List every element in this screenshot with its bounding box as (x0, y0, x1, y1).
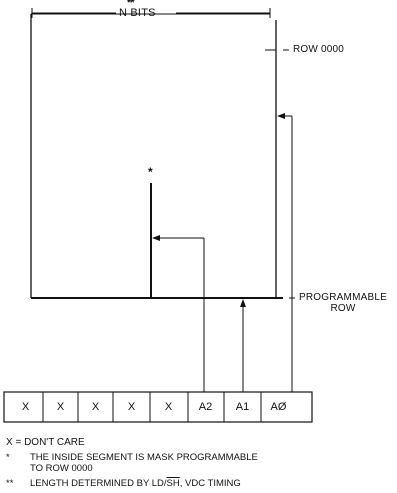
programmable-row-label-line1: PROGRAMMABLE (299, 292, 387, 303)
note-2-marker: ** (6, 478, 14, 489)
note-2-prefix: LENGTH DETERMINED BY LD/ (30, 478, 167, 489)
register-cell: X (56, 401, 65, 413)
register-cell: X (21, 401, 30, 413)
note-2-suffix: , VDC TIMING (179, 478, 241, 489)
register-cell: X (164, 401, 173, 413)
n-bits-label: N BITS (119, 7, 156, 19)
programmable-row-label-line2: ROW (330, 303, 356, 314)
a0-arrowhead (277, 113, 285, 119)
inside-segment-marker: * (148, 165, 153, 179)
a1-arrowhead (240, 299, 246, 307)
register-cell-a0: AØ (270, 401, 287, 413)
register-cell: X (127, 401, 136, 413)
register-cell: X (91, 401, 100, 413)
note-1-marker: * (6, 452, 10, 463)
register-cell-a1: A1 (235, 401, 250, 413)
register-outline (3, 391, 313, 423)
programmable-row-label: PROGRAMMABLE ROW (299, 293, 387, 314)
register-cell-a2: A2 (198, 401, 213, 413)
legend-note-1: * THE INSIDE SEGMENT IS MASK PROGRAMMABLE… (6, 452, 258, 474)
note-1-line2: TO ROW 0000 (30, 463, 93, 474)
note-2-overlined: SH (166, 478, 180, 489)
row-0000-label: ROW 0000 (293, 44, 345, 55)
bits-marker: ** (127, 0, 135, 9)
note-1-line1: THE INSIDE SEGMENT IS MASK PROGRAMMABLE (30, 452, 258, 463)
a2-arrowhead (152, 235, 160, 241)
legend-note-2: ** LENGTH DETERMINED BY LD/SH, VDC TIMING (6, 478, 241, 489)
legend-dont-care: X = DON'T CARE (6, 437, 85, 448)
